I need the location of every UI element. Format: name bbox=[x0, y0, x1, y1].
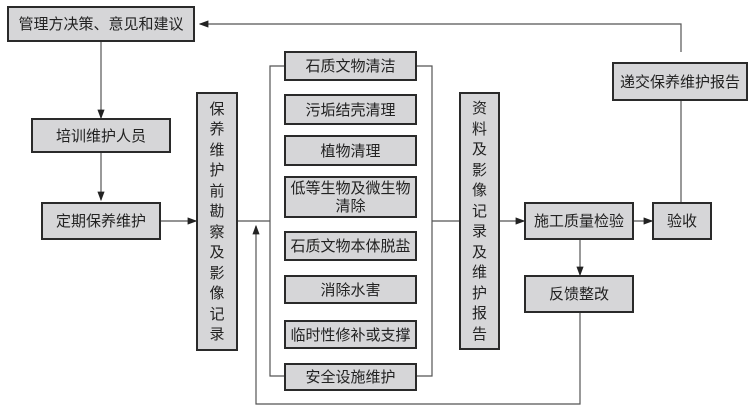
task-1-label: 污垢结壳清理 bbox=[305, 100, 396, 119]
task-1: 污垢结壳清理 bbox=[284, 94, 417, 125]
node-training: 培训维护人员 bbox=[31, 118, 171, 153]
arrow-submit-to-management bbox=[198, 20, 682, 52]
records-char: 影 bbox=[471, 160, 487, 179]
bracket-right bbox=[417, 65, 433, 377]
records-char: 记 bbox=[471, 201, 487, 220]
survey-char: 前 bbox=[209, 181, 225, 200]
task-7: 安全设施维护 bbox=[284, 363, 417, 391]
task-0-label: 石质文物清洁 bbox=[305, 57, 396, 75]
node-regular-label: 定期保养维护 bbox=[55, 212, 146, 230]
task-7-label: 安全设施维护 bbox=[305, 368, 396, 386]
records-char: 维 bbox=[471, 263, 487, 281]
node-regular: 定期保养维护 bbox=[41, 202, 161, 240]
node-inspection-label: 施工质量检验 bbox=[533, 212, 624, 230]
task-4: 石质文物本体脱盐 bbox=[284, 231, 417, 261]
node-submit: 递交保养维护报告 bbox=[612, 62, 748, 101]
survey-char: 护 bbox=[209, 161, 225, 179]
task-5-label: 消除水害 bbox=[320, 280, 381, 299]
records-char: 护 bbox=[471, 283, 487, 302]
survey-char: 维 bbox=[209, 140, 225, 159]
survey-char: 察 bbox=[209, 222, 225, 241]
records-char: 告 bbox=[471, 324, 487, 343]
survey-char: 保 bbox=[209, 99, 225, 118]
survey-char: 勘 bbox=[209, 202, 225, 220]
survey-char: 像 bbox=[209, 284, 225, 302]
task-5: 消除水害 bbox=[284, 275, 417, 304]
survey-char: 养 bbox=[209, 120, 225, 138]
task-3-label: 低等生物及微生物清除 bbox=[290, 179, 411, 215]
survey-char: 及 bbox=[209, 243, 225, 261]
node-submit-label: 递交保养维护报告 bbox=[619, 72, 740, 91]
records-char: 资 bbox=[471, 99, 487, 117]
node-records: 资料及影像记录及维护报告 bbox=[459, 92, 500, 350]
node-acceptance-label: 验收 bbox=[666, 212, 697, 230]
survey-char: 记 bbox=[209, 304, 225, 323]
records-char: 及 bbox=[471, 140, 487, 158]
records-char: 像 bbox=[471, 181, 487, 199]
node-feedback: 反馈整改 bbox=[524, 275, 634, 313]
arrow-feedback-loop bbox=[252, 224, 581, 405]
node-acceptance: 验收 bbox=[652, 202, 712, 240]
records-char: 料 bbox=[471, 119, 487, 138]
task-3: 低等生物及微生物清除 bbox=[284, 176, 417, 218]
task-6-label: 临时性修补或支撑 bbox=[290, 325, 411, 344]
node-feedback-label: 反馈整改 bbox=[548, 285, 609, 303]
task-0: 石质文物清洁 bbox=[284, 51, 417, 81]
bracket-left bbox=[269, 65, 284, 377]
survey-char: 影 bbox=[209, 263, 225, 282]
node-inspection: 施工质量检验 bbox=[524, 202, 634, 240]
records-char: 录 bbox=[471, 222, 487, 240]
task-2: 植物清理 bbox=[284, 135, 417, 166]
survey-char: 录 bbox=[209, 325, 225, 343]
node-survey: 保养维护前勘察及影像记录 bbox=[196, 92, 238, 351]
task-4-label: 石质文物本体脱盐 bbox=[290, 237, 411, 255]
task-2-label: 植物清理 bbox=[320, 141, 381, 160]
records-char: 报 bbox=[471, 304, 487, 322]
records-char: 及 bbox=[471, 242, 487, 261]
node-management-label: 管理方决策、意见和建议 bbox=[18, 15, 184, 33]
node-management: 管理方决策、意见和建议 bbox=[7, 6, 195, 42]
task-6: 临时性修补或支撑 bbox=[284, 320, 417, 349]
node-training-label: 培训维护人员 bbox=[55, 126, 146, 145]
